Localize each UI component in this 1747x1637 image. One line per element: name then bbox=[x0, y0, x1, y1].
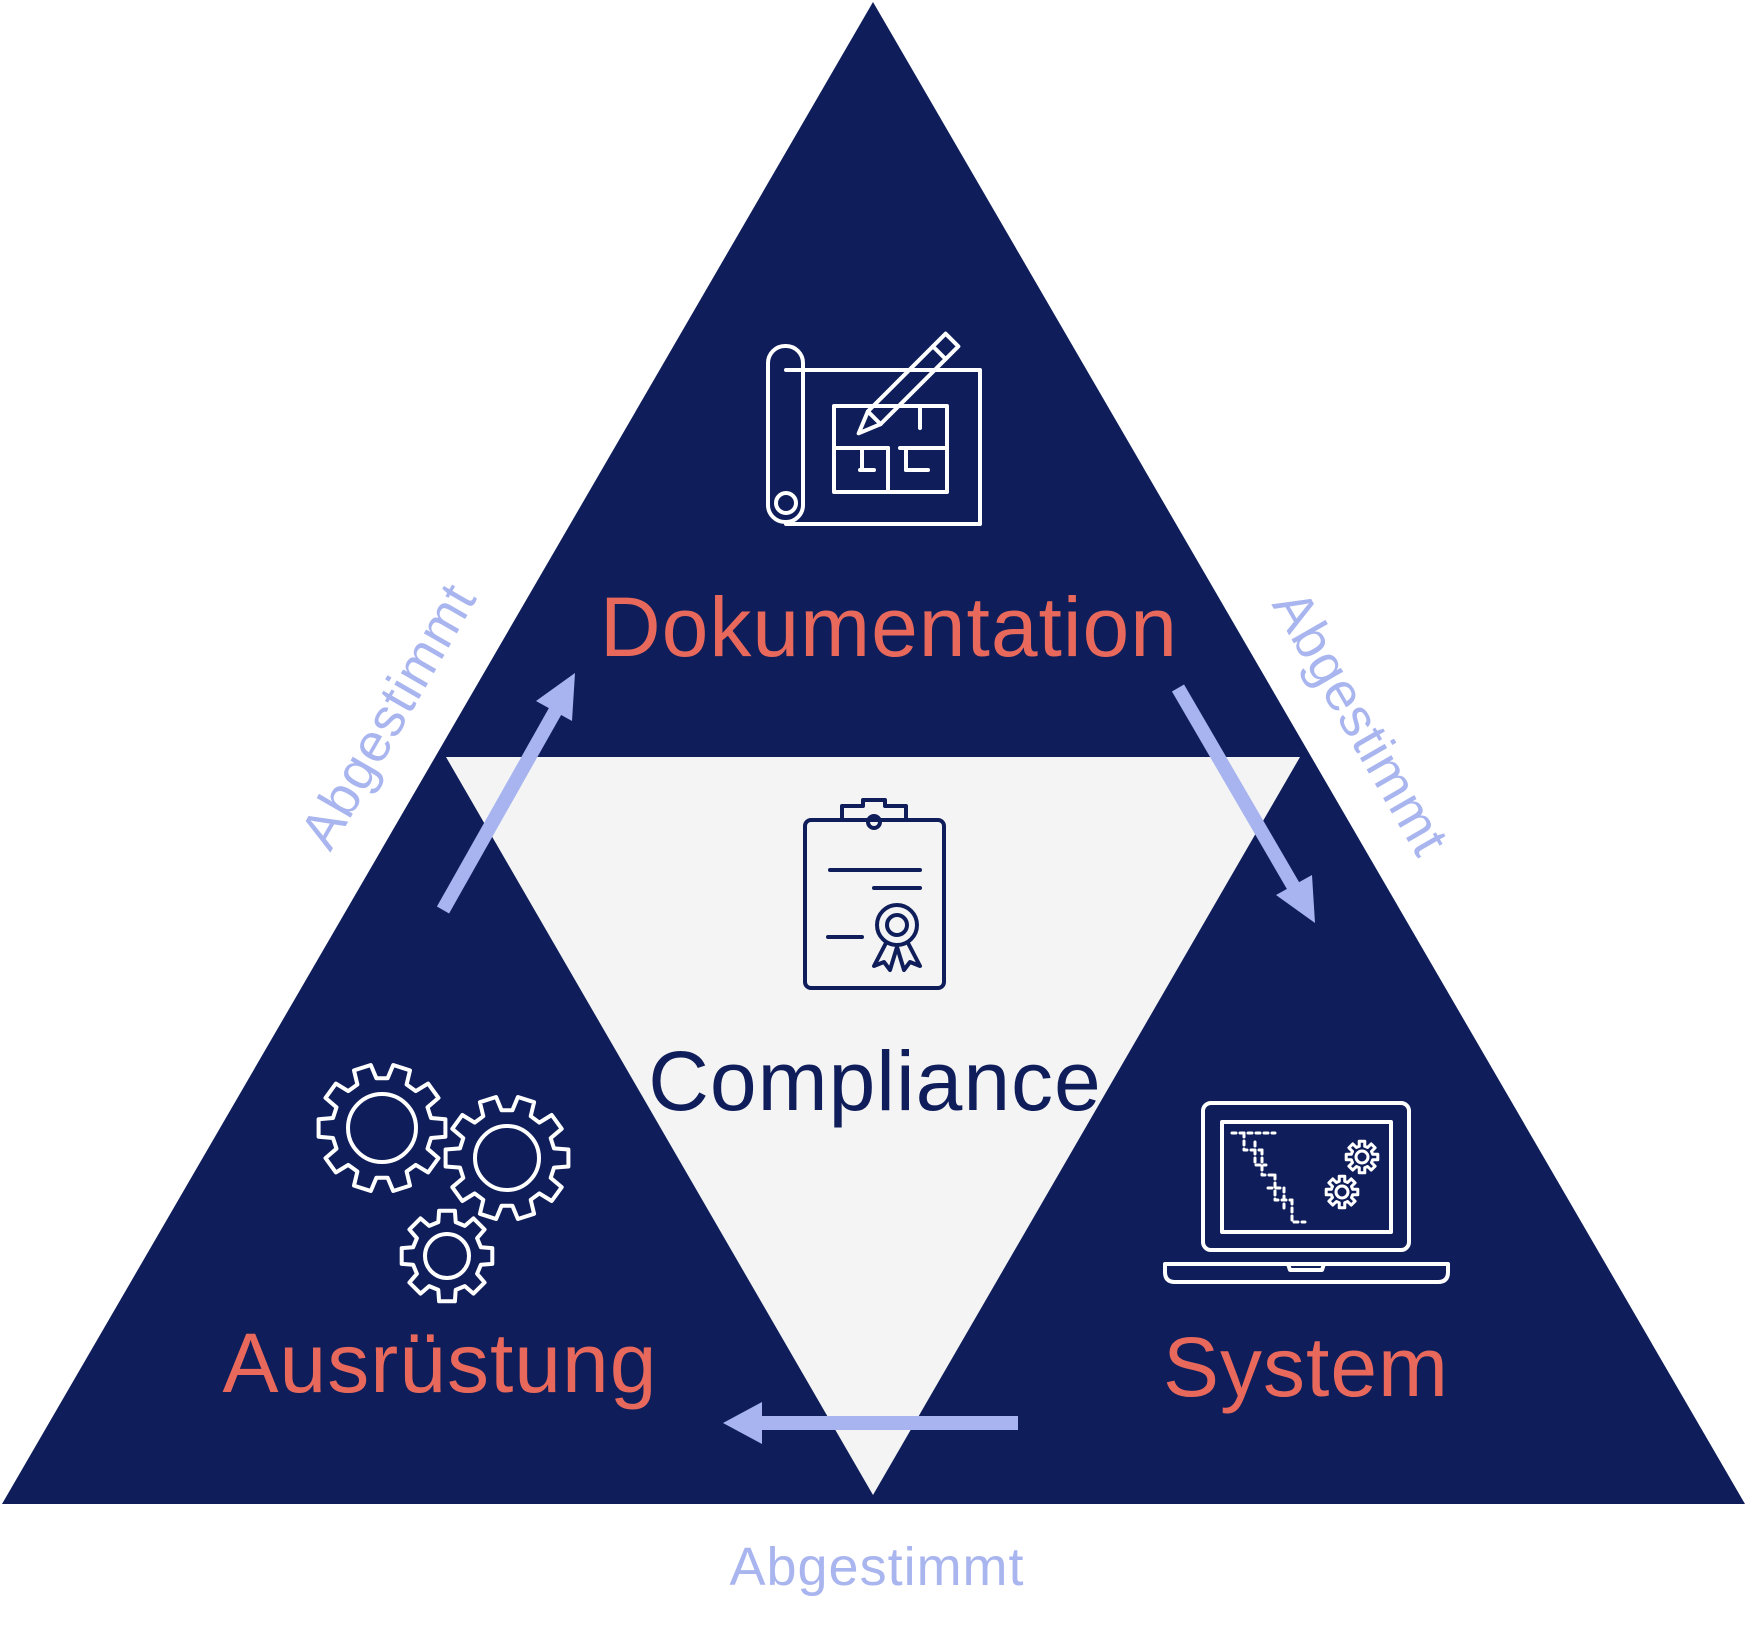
center-label-compliance: Compliance bbox=[648, 1034, 1102, 1128]
laptop-gears-icon bbox=[1163, 1101, 1450, 1284]
outer-triangle bbox=[2, 2, 1745, 1504]
edge-label-bottom: Abgestimmt bbox=[729, 1537, 1024, 1597]
node-label-system: System bbox=[1163, 1320, 1449, 1414]
screen-gear-bottom-icon bbox=[1324, 1174, 1360, 1210]
inner-triangle bbox=[446, 757, 1300, 1495]
gears-icon bbox=[316, 1063, 571, 1304]
node-label-dokumentation: Dokumentation bbox=[600, 580, 1178, 674]
arrow-system-to-ausruestung bbox=[723, 1402, 1018, 1444]
arrow-ausruestung-to-dokumentation bbox=[436, 673, 575, 914]
gear-small-icon bbox=[399, 1208, 495, 1304]
blueprint-pencil-icon bbox=[766, 331, 982, 526]
gear-large-icon bbox=[316, 1063, 448, 1193]
node-label-ausruestung: Ausrüstung bbox=[223, 1316, 658, 1410]
gear-medium-icon bbox=[443, 1095, 571, 1221]
screen-gear-top-icon bbox=[1344, 1139, 1380, 1175]
arrow-dokumentation-to-system bbox=[1171, 684, 1315, 923]
certificate-clipboard-icon bbox=[803, 798, 946, 990]
